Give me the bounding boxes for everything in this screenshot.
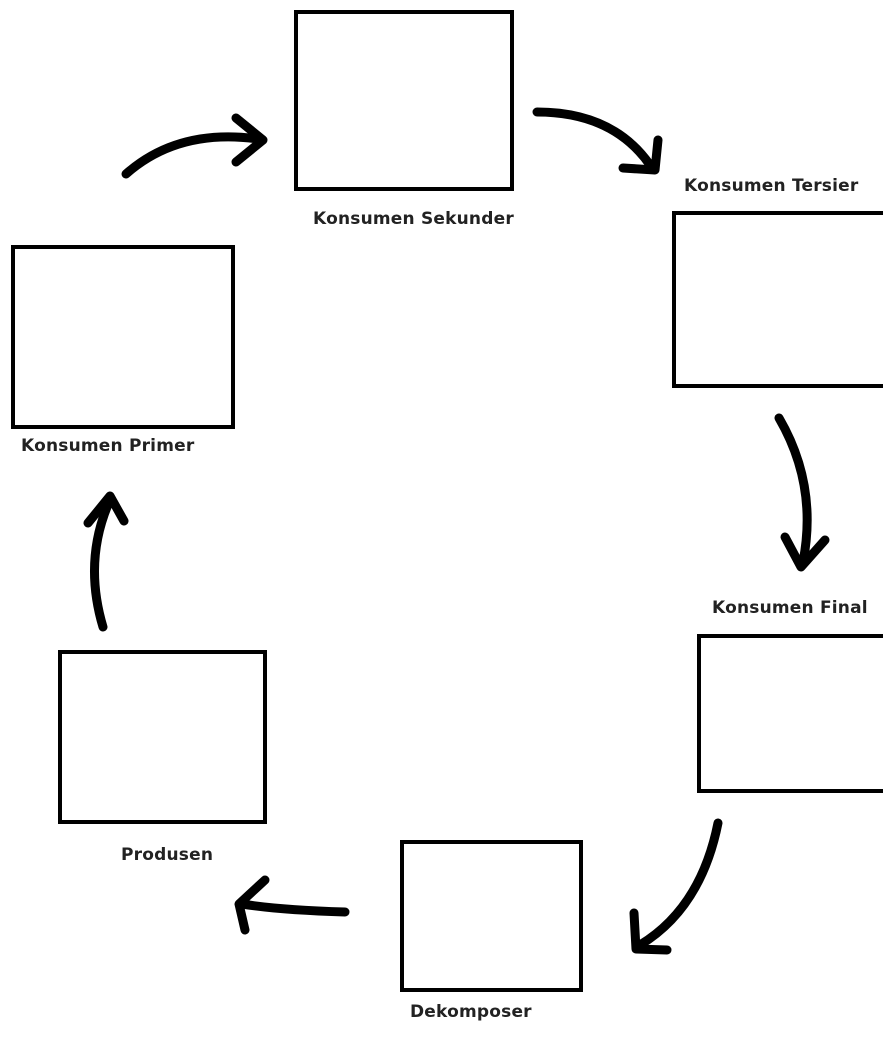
arrow-primer-to-sekunder-head	[231, 113, 268, 167]
label-produsen: Produsen	[121, 845, 214, 865]
label-konsumen-tersier: Konsumen Tersier	[684, 176, 859, 196]
arrow-final-to-dekomposer-shaft	[635, 818, 723, 950]
arrow-dekomposer-to-produsen-head	[234, 875, 270, 935]
arrow-tersier-to-final-head	[780, 532, 830, 572]
arrow-sekunder-to-tersier-shaft	[532, 107, 655, 170]
arrow-produsen-to-primer	[83, 491, 129, 632]
box-konsumen-primer	[11, 245, 235, 429]
label-dekomposer: Dekomposer	[410, 1002, 532, 1022]
box-produsen	[58, 650, 267, 824]
arrow-dekomposer-to-produsen	[234, 875, 350, 935]
arrow-tersier-to-final	[774, 413, 830, 572]
arrow-primer-to-sekunder	[121, 113, 268, 179]
label-konsumen-primer: Konsumen Primer	[21, 436, 195, 456]
arrow-final-to-dekomposer	[629, 818, 723, 955]
arrow-produsen-to-primer-head	[83, 491, 129, 528]
arrow-sekunder-to-tersier	[532, 107, 663, 175]
label-konsumen-final: Konsumen Final	[712, 598, 868, 618]
arrow-primer-to-sekunder-shaft	[121, 132, 263, 179]
arrow-dekomposer-to-produsen-shaft	[237, 899, 350, 917]
arrow-final-to-dekomposer-head	[629, 908, 672, 955]
arrow-sekunder-to-tersier-head	[618, 135, 663, 175]
box-konsumen-final	[697, 634, 883, 793]
arrow-produsen-to-primer-shaft	[89, 495, 115, 632]
box-konsumen-sekunder	[294, 10, 514, 191]
box-dekomposer	[400, 840, 583, 992]
box-konsumen-tersier	[672, 211, 883, 388]
arrow-tersier-to-final-shaft	[774, 413, 812, 567]
label-konsumen-sekunder: Konsumen Sekunder	[313, 209, 514, 229]
